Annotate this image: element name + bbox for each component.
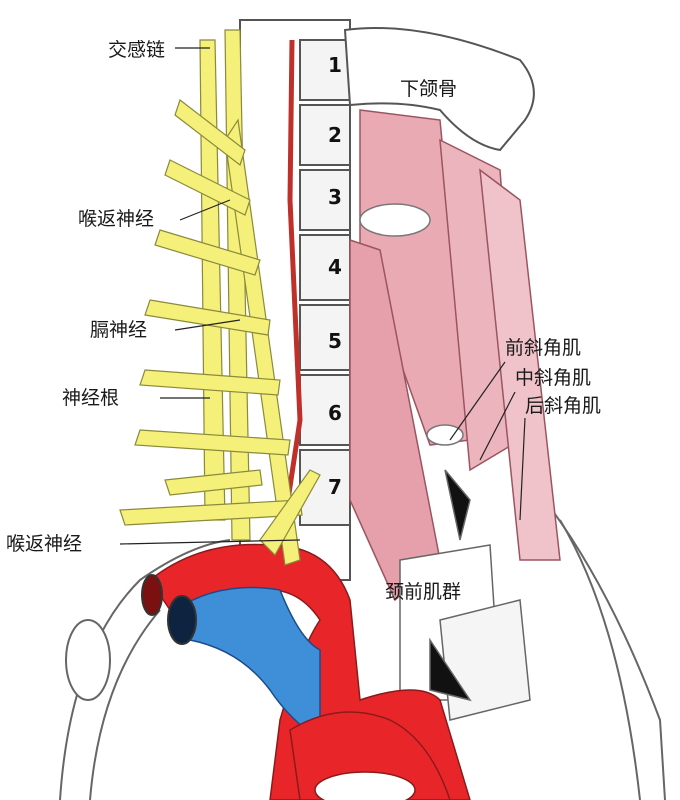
label-posterior-scalene: 后斜角肌 <box>525 395 601 417</box>
muscle-cut-end-lower <box>426 424 464 446</box>
label-middle-scalene: 中斜角肌 <box>515 367 591 389</box>
label-phrenic-nerve: 膈神经 <box>90 319 147 341</box>
vertebra-number: 3 <box>328 185 342 209</box>
artery-cut-end <box>141 574 163 616</box>
vertebra-number: 6 <box>328 401 342 425</box>
middle-scalene-muscle <box>479 168 561 561</box>
label-recurrent-laryngeal-lower: 喉返神经 <box>6 533 82 555</box>
label-infrahyoid-muscles: 颈前肌群 <box>385 581 461 603</box>
clavicle-end <box>65 619 111 701</box>
vein-cut-end <box>167 595 197 645</box>
nerve-plexus <box>119 29 321 566</box>
aorta-cut-end <box>314 771 416 800</box>
vertebra-number: 2 <box>328 123 342 147</box>
vein <box>174 586 321 742</box>
vertebra-number: 7 <box>328 475 342 499</box>
leader-lines <box>119 47 526 545</box>
label-mandible: 下颌骨 <box>400 78 457 100</box>
vertebra-number: 5 <box>328 329 342 353</box>
label-sympathetic-chain: 交感链 <box>108 39 165 61</box>
vertebra-number: 4 <box>328 255 342 279</box>
label-anterior-scalene: 前斜角肌 <box>505 337 581 359</box>
vertebral-artery <box>282 39 303 521</box>
vertebra-number: 1 <box>328 53 342 77</box>
muscle-cut-end <box>359 203 431 237</box>
label-recurrent-laryngeal-upper: 喉返神经 <box>78 208 154 230</box>
label-nerve-root: 神经根 <box>62 387 119 409</box>
infrahyoid-block <box>399 469 531 721</box>
mandible-shape <box>343 27 535 152</box>
muscle-group <box>349 109 561 602</box>
